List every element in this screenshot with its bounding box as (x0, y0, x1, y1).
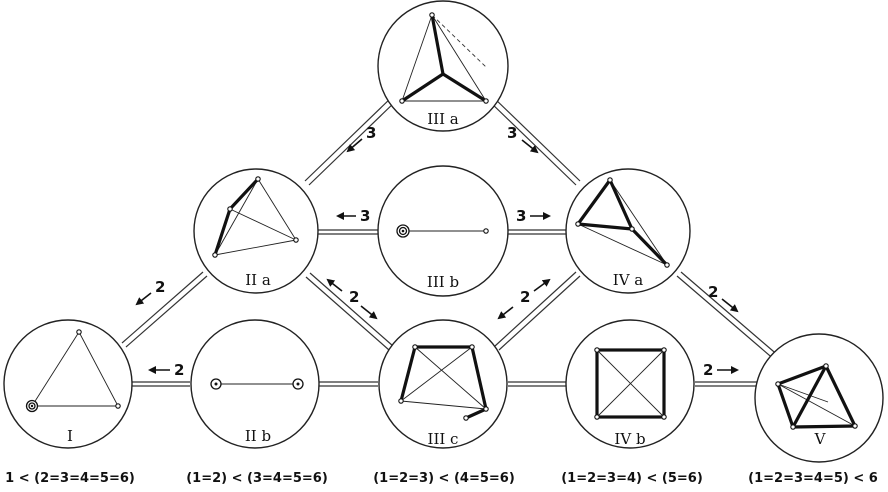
edge-IIb-I: 2 (148, 361, 184, 379)
edge-label-IIIa-IIa: 3 (366, 124, 376, 142)
formula-IIIc: (1=2=3) < (4=5=6) (373, 471, 515, 486)
node-IIIa: III a (377, 0, 509, 132)
tetrahedron-figure-IVa (575, 177, 670, 268)
edge-IIIb-IIa: 3 (336, 207, 370, 225)
formula-IVb: (1=2=3=4) < (5=6) (561, 471, 703, 486)
rail-IVa-V (676, 271, 781, 362)
connections (121, 95, 781, 387)
edge-IIIa-IVa: 3 (507, 124, 539, 154)
edge-label-IIa-IIIc: 2 (349, 288, 359, 306)
edge-IVb-V: 2 (703, 361, 739, 379)
rail-IIIc-IVb (508, 381, 566, 387)
edge-IIa-IIIc: 2 (326, 278, 378, 320)
node-label-V: V (814, 430, 827, 448)
rail-IIa-IIIb (317, 229, 378, 235)
edge-IIa-I: 2 (135, 278, 165, 306)
formula-I: 1 < (2=3=4=5=6) (5, 471, 135, 486)
node-label-IIIb: III b (427, 273, 459, 291)
formula-V: (1=2=3=4=5) < 6 (748, 471, 878, 486)
edge-labels: 3 3 3 3 2 2 2 2 (135, 124, 739, 379)
rail-IVb-V (695, 381, 757, 387)
node-label-I: I (67, 427, 73, 445)
node-IVb: IV b (565, 319, 695, 449)
rail-IIIa-IVa (487, 95, 581, 186)
node-V: V (754, 333, 884, 463)
segment-figure-IIIb (396, 224, 489, 238)
node-I: I (3, 319, 133, 449)
quadrilateral-figure-IIIc (398, 344, 489, 421)
node-IIIc: III c (378, 319, 508, 449)
node-IVa: IV a (565, 168, 691, 294)
tetrahedron-figure-IIa (212, 176, 299, 258)
rail-IIb-IIIc (319, 381, 378, 387)
edge-label-IIIb-IIa: 3 (360, 207, 370, 225)
node-label-IIa: II a (245, 271, 271, 289)
rail-IIIc-IVa (494, 271, 581, 351)
node-label-IIIa: III a (427, 110, 459, 128)
formulas: 1 < (2=3=4=5=6) (1=2) < (3=4=5=6) (1=2=3… (5, 471, 878, 486)
node-circle-IIIc (378, 319, 508, 449)
segment-figure-IIb (210, 378, 304, 390)
edge-IVa-V: 2 (708, 283, 739, 313)
square-figure-IVb (594, 347, 667, 420)
edge-label-IIa-I: 2 (155, 278, 165, 296)
rhombus-figure-V (775, 363, 858, 430)
node-circle-V (754, 333, 884, 463)
node-circle-IIa (193, 168, 319, 294)
rail-I-IIb (132, 381, 190, 387)
node-label-IVa: IV a (613, 271, 644, 289)
node-label-IIb: II b (245, 427, 271, 445)
edge-IIIb-IVa: 3 (516, 207, 551, 225)
rail-IIIa-IIa (304, 95, 398, 186)
formula-IIb: (1=2) < (3=4=5=6) (186, 471, 328, 486)
edge-IIIc-IVa: 2 (497, 278, 551, 320)
triangle-figure-I (25, 329, 121, 413)
tetrahedron-figure-IIIa (399, 12, 489, 104)
edge-label-IIIa-IVa: 3 (507, 124, 517, 142)
node-IIa: II a (193, 168, 319, 294)
node-IIb: II b (190, 319, 320, 449)
edge-label-IVb-V: 2 (703, 361, 713, 379)
node-label-IIIc: III c (428, 430, 459, 448)
rail-IIIb-IVa (508, 229, 568, 235)
node-IIIb: III b (377, 165, 509, 297)
edge-IIIa-IIa: 3 (346, 124, 376, 153)
edge-label-IIb-I: 2 (174, 361, 184, 379)
edge-label-IIIc-IVa: 2 (520, 288, 530, 306)
rail-IIa-I (121, 271, 208, 348)
rail-IIa-IIIc (305, 272, 394, 351)
node-label-IVb: IV b (614, 430, 645, 448)
node-circle-I (3, 319, 133, 449)
edge-label-IVa-V: 2 (708, 283, 718, 301)
edge-label-IIIb-IVa: 3 (516, 207, 526, 225)
